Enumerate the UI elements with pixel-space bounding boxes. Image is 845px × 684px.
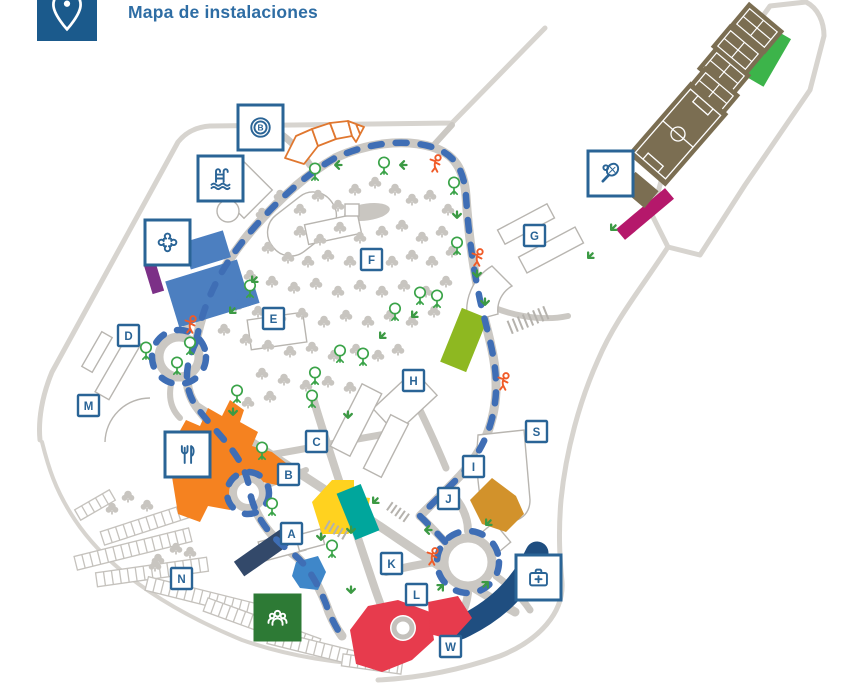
- stair-crossings: [323, 305, 550, 540]
- marker-H[interactable]: H: [401, 368, 426, 393]
- map-boundary: [37, 0, 827, 683]
- marker-W[interactable]: W: [438, 634, 463, 659]
- marker-E[interactable]: E: [261, 306, 286, 331]
- map-pin-icon: [52, 0, 82, 32]
- building-ochre: [470, 478, 524, 532]
- amphitheater-outline: [284, 120, 365, 165]
- marker-S[interactable]: S: [524, 419, 549, 444]
- marker-label: I: [472, 462, 475, 474]
- marker-label: K: [387, 559, 396, 571]
- marker-label: N: [177, 574, 185, 586]
- marker-label: C: [312, 437, 320, 449]
- marker-J[interactable]: J: [436, 486, 461, 511]
- first-aid-marker[interactable]: [514, 553, 563, 602]
- pool-ladder-icon: [210, 168, 231, 191]
- marker-label: J: [445, 494, 451, 506]
- marker-label: G: [530, 231, 539, 243]
- marker-M[interactable]: M: [76, 393, 101, 418]
- marker-label: M: [84, 401, 94, 413]
- marker-I[interactable]: I: [461, 454, 486, 479]
- map-pin-badge: [37, 0, 97, 41]
- marker-label: H: [409, 376, 417, 388]
- building-red-wing: [428, 596, 472, 640]
- spa-marker[interactable]: [143, 218, 192, 267]
- marker-label: B: [284, 470, 292, 482]
- marker-K[interactable]: K: [379, 551, 404, 576]
- marker-label: F: [368, 255, 375, 267]
- building-teal: [336, 483, 380, 541]
- marker-G[interactable]: G: [522, 223, 547, 248]
- circled-b-icon: B: [250, 117, 271, 138]
- marker-A[interactable]: A: [279, 521, 304, 546]
- marker-label: A: [287, 529, 295, 541]
- letter-markers: A B C D E F G H I J K L M N S W: [76, 223, 549, 659]
- marker-D[interactable]: D: [116, 323, 141, 348]
- racquet-sports-marker[interactable]: [586, 149, 635, 198]
- marker-label: S: [533, 427, 541, 439]
- svg-text:B: B: [257, 122, 263, 132]
- first-aid-kit-icon: [529, 568, 548, 587]
- marker-label: W: [445, 642, 456, 654]
- pool-marker[interactable]: [196, 154, 245, 203]
- bus-stop-marker[interactable]: B: [236, 103, 285, 152]
- facility-markers: B: [143, 103, 635, 642]
- walking-route: [148, 139, 503, 640]
- puzzle-icon: [157, 232, 178, 253]
- fork-knife-icon: [180, 445, 195, 464]
- marker-label: D: [124, 331, 132, 343]
- tennis-racket-icon: [601, 162, 620, 183]
- kids-club-marker[interactable]: [253, 593, 302, 642]
- building-purple: [143, 261, 165, 295]
- building-yellow-green: [440, 307, 488, 373]
- marker-F[interactable]: F: [359, 247, 384, 272]
- building-magenta: [615, 188, 675, 240]
- marker-label: L: [413, 590, 420, 602]
- restaurant-marker[interactable]: [163, 430, 212, 479]
- marker-L[interactable]: L: [404, 582, 429, 607]
- building-green: [744, 28, 792, 87]
- building-red-main: [350, 600, 434, 672]
- marker-B[interactable]: B: [276, 462, 301, 487]
- people-icon: [267, 609, 288, 626]
- marker-label: E: [270, 314, 278, 326]
- marker-C[interactable]: C: [304, 429, 329, 454]
- marker-N[interactable]: N: [169, 566, 194, 591]
- page-title: Mapa de instalaciones: [128, 2, 318, 22]
